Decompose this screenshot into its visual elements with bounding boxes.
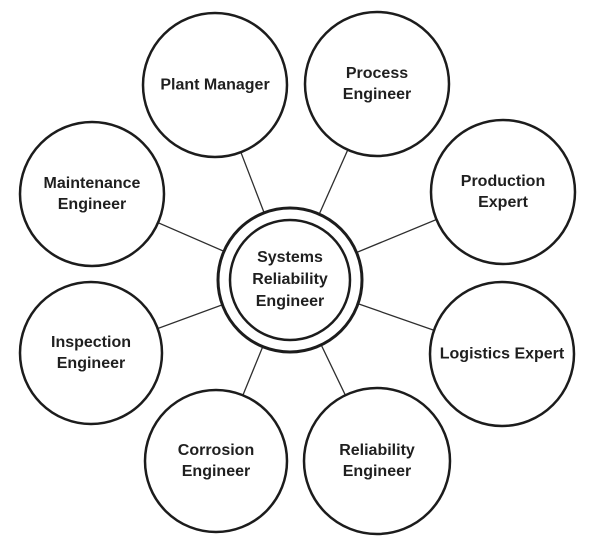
node-circle-reliability-engineer xyxy=(302,386,452,536)
node-circle-inspection-engineer xyxy=(18,280,164,426)
node-circle-corrosion-engineer xyxy=(143,388,289,534)
node-circle-maintenance-engineer xyxy=(18,120,166,268)
node-circle-plant-manager xyxy=(141,11,289,159)
node-circle-process-engineer xyxy=(303,10,451,158)
center-circle-inner xyxy=(228,218,352,342)
node-circle-logistics-expert xyxy=(428,280,576,428)
node-circle-production-expert xyxy=(429,118,577,266)
